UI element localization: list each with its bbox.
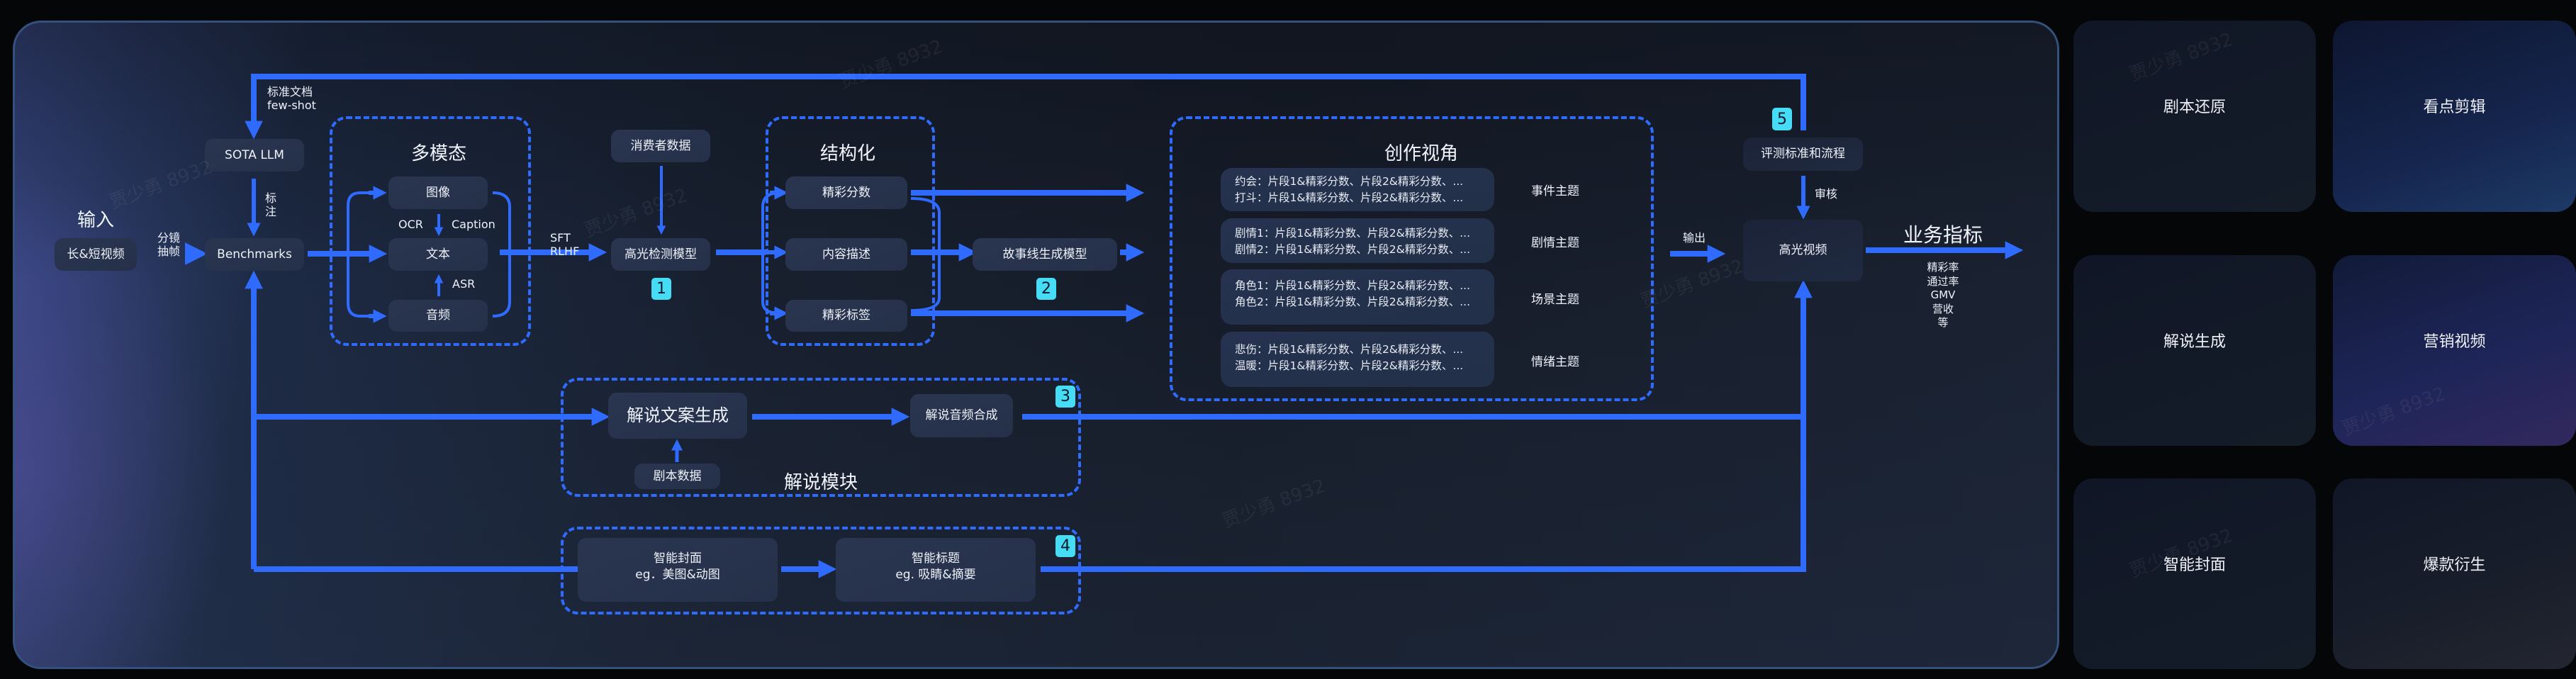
pipeline-panel	[13, 21, 2059, 669]
benchmarks-label: Benchmarks	[217, 247, 292, 262]
audio-box[interactable]: 音频	[388, 300, 488, 332]
highlight-video-label: 高光视频	[1779, 243, 1827, 258]
image-label: 图像	[426, 185, 450, 200]
multimodal-group	[330, 116, 531, 346]
highlight-model-box[interactable]: 高光检测模型	[611, 238, 710, 271]
structured-title: 结构化	[819, 143, 876, 164]
ocr-label: OCR	[398, 218, 423, 231]
smart-title-label: 智能标题	[912, 551, 960, 566]
structured-item[interactable]: 精彩分数	[785, 176, 907, 209]
creative-title: 创作视角	[1384, 143, 1459, 164]
feedback-loop-arrow	[245, 74, 1806, 140]
audio-label: 音频	[426, 308, 450, 323]
sota-llm-label: SOTA LLM	[225, 147, 284, 162]
smart-to-output-line	[1041, 279, 1813, 572]
structured-item-label: 精彩标签	[822, 308, 870, 323]
app-card-marketing-video[interactable]: 营销视频	[2333, 255, 2576, 446]
script-data-label: 剧本数据	[653, 468, 702, 483]
eval-standard-label: 评测标准和流程	[1761, 147, 1845, 162]
theme-label: 场景主题	[1531, 293, 1579, 307]
creative-row[interactable]: 角色1：片段1&精彩分数、片段2&精彩分数、...角色2：片段1&精彩分数、片段…	[1221, 269, 1494, 325]
narration-copy-box[interactable]: 解说文案生成	[608, 393, 747, 439]
review-label: 审核	[1815, 187, 1838, 201]
smart-group	[561, 527, 1081, 615]
eval-standard-box[interactable]: 评测标准和流程	[1743, 138, 1863, 171]
multimodal-title: 多模态	[410, 143, 467, 164]
metric-item: 通过率	[1927, 274, 1959, 288]
structured-item-label: 精彩分数	[822, 185, 870, 200]
video-input-label: 长&短视频	[67, 247, 125, 262]
asr-label: ASR	[452, 277, 476, 291]
creative-group	[1170, 116, 1654, 401]
smart-title-example: eg. 吸睛&摘要	[895, 567, 976, 582]
creative-row[interactable]: 约会：片段1&精彩分数、片段2&精彩分数、...打斗：片段1&精彩分数、片段2&…	[1221, 168, 1494, 211]
app-card-derivative[interactable]: 爆款衍生	[2333, 478, 2576, 669]
output-label: 输出	[1683, 231, 1706, 245]
metric-item: 等	[1937, 316, 1949, 329]
storyline-model-box[interactable]: 故事线生成模型	[973, 238, 1117, 271]
metrics-list: 精彩率 通过率 GMV 营收 等	[1927, 261, 1959, 330]
highlight-model-label: 高光检测模型	[625, 247, 697, 262]
theme-label: 情绪主题	[1531, 355, 1579, 369]
structured-group	[766, 116, 935, 346]
narration-copy-label: 解说文案生成	[627, 405, 729, 426]
metric-item: GMV	[1930, 288, 1956, 301]
narration-audio-box[interactable]: 解说音频合成	[910, 394, 1013, 437]
script-data-box[interactable]: 剧本数据	[634, 464, 720, 489]
step-badge-5: 5	[1772, 108, 1792, 130]
metric-item: 营收	[1932, 302, 1954, 315]
multimodal-left-brace	[347, 191, 380, 318]
caption-label: Caption	[452, 218, 495, 231]
metric-item: 精彩率	[1927, 261, 1959, 274]
step-badge-3: 3	[1055, 386, 1075, 408]
step-badge-2: 2	[1036, 278, 1056, 300]
consumer-data-box[interactable]: 消费者数据	[611, 130, 710, 162]
storyline-model-label: 故事线生成模型	[1002, 247, 1087, 262]
consumer-data-label: 消费者数据	[630, 138, 691, 153]
step-badge-4: 4	[1055, 535, 1075, 557]
video-input-box[interactable]: 长&短视频	[55, 238, 137, 271]
narration-audio-label: 解说音频合成	[925, 408, 998, 423]
creative-row[interactable]: 剧情1：片段1&精彩分数、片段2&精彩分数、...剧情2：片段1&精彩分数、片段…	[1221, 218, 1494, 263]
smart-cover-example: eg．美图&动图	[635, 567, 720, 582]
structured-item-label: 内容描述	[822, 247, 870, 262]
highlight-video-box[interactable]: 高光视频	[1743, 220, 1863, 281]
text-box[interactable]: 文本	[388, 238, 488, 271]
structured-item[interactable]: 精彩标签	[785, 300, 907, 332]
step-badge-1: 1	[651, 278, 671, 300]
narration-title: 解说模块	[783, 472, 858, 493]
benchmarks-box[interactable]: Benchmarks	[205, 238, 304, 271]
app-card-script-restore[interactable]: 剧本还原	[2073, 21, 2316, 212]
input-title: 输入	[77, 210, 115, 231]
app-card-smart-cover[interactable]: 智能封面	[2073, 478, 2316, 669]
app-card-narration[interactable]: 解说生成	[2073, 255, 2316, 446]
image-box[interactable]: 图像	[388, 176, 488, 209]
creative-row[interactable]: 悲伤：片段1&精彩分数、片段2&精彩分数、...温暖：片段1&精彩分数、片段2&…	[1221, 332, 1494, 387]
app-card-highlight-edit[interactable]: 看点剪辑	[2333, 21, 2576, 212]
structured-item[interactable]: 内容描述	[785, 238, 907, 271]
split-label: 分镜抽帧	[157, 231, 181, 259]
metrics-title: 业务指标	[1903, 223, 1983, 247]
narration-group	[561, 378, 1081, 497]
text-label: 文本	[426, 247, 450, 262]
smart-cover-label: 智能封面	[654, 551, 702, 566]
theme-label: 事件主题	[1531, 184, 1579, 198]
annotate-label: 标注	[265, 191, 277, 219]
sota-llm-box[interactable]: SOTA LLM	[205, 139, 304, 172]
theme-label: 剧情主题	[1531, 236, 1579, 250]
